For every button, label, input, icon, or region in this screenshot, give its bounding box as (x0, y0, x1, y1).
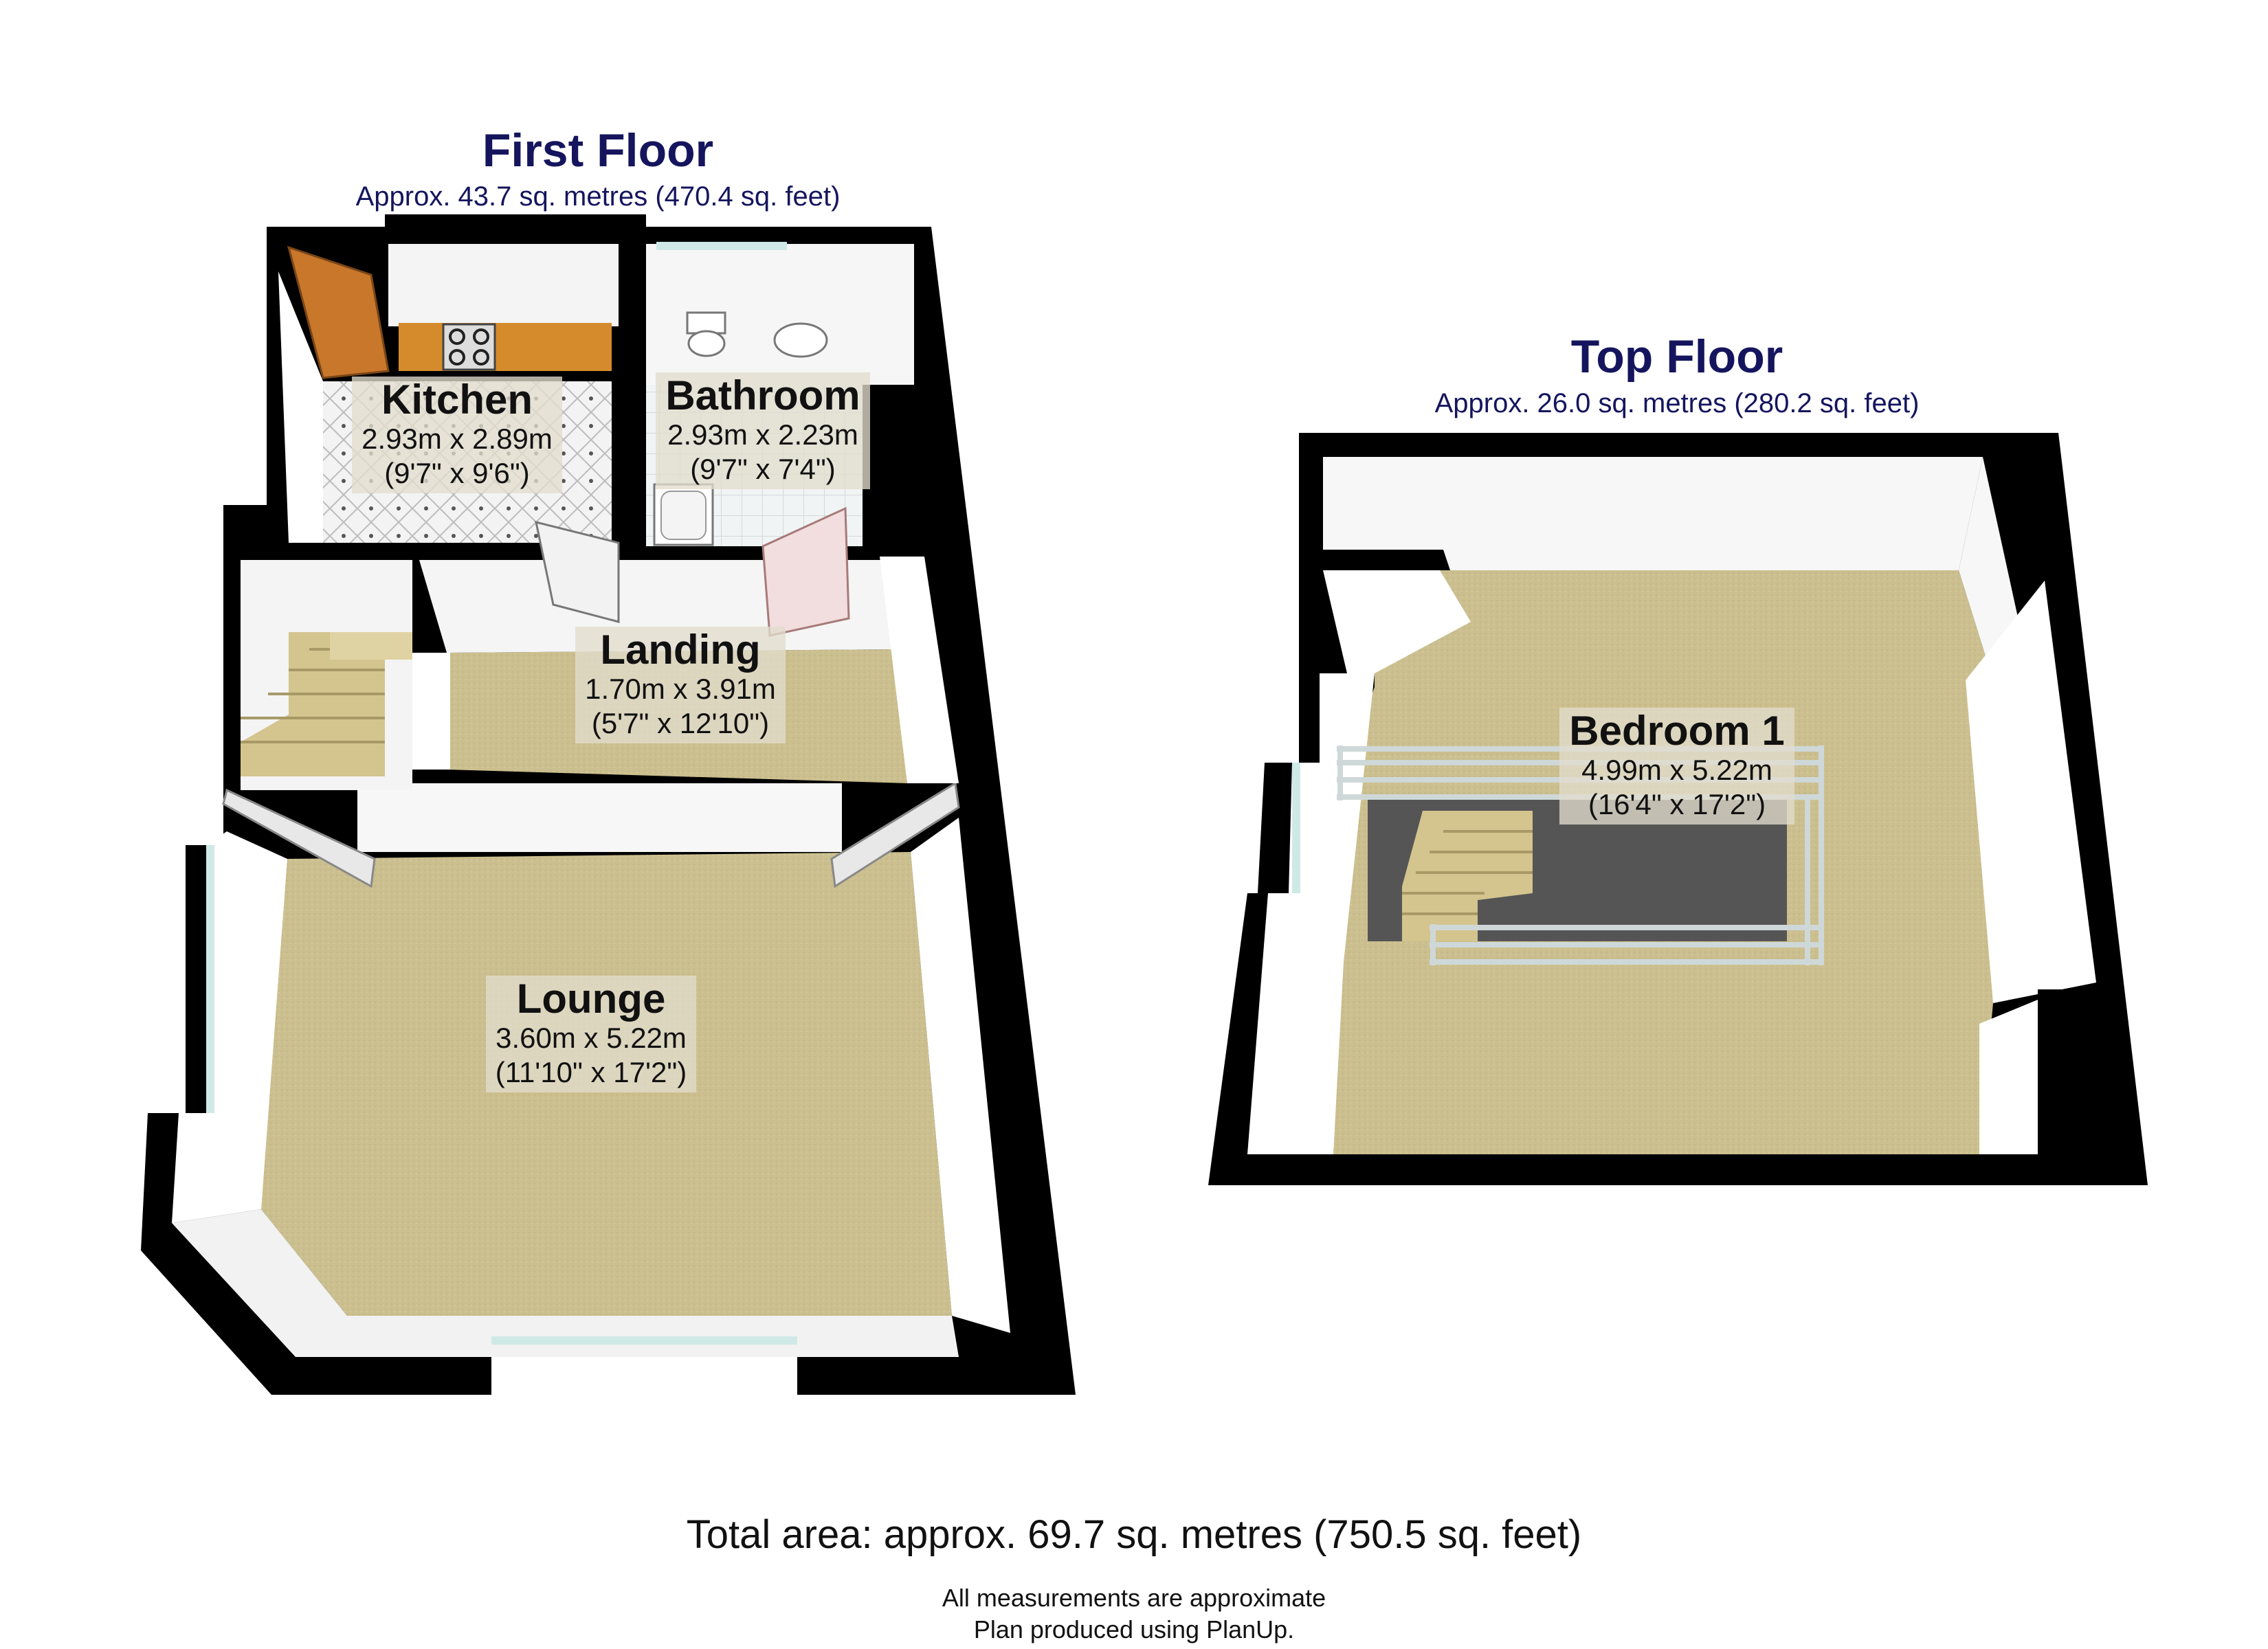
lounge-imperial: (11'10" x 17'2") (495, 1056, 687, 1088)
bedroom-1-right-wall-lower (1966, 581, 2096, 1003)
lounge-label: Lounge 3.60m x 5.22m (11'10" x 17'2") (440, 976, 742, 1092)
bedroom-1-wall-black-strip (2038, 989, 2069, 1158)
kitchen-door (287, 245, 390, 379)
lounge-door-right (830, 781, 960, 888)
landing-name: Landing (600, 627, 761, 673)
lounge-left-wall (172, 831, 287, 1223)
kitchen-landing-door (535, 520, 620, 623)
top-floor-title: Top Floor (1570, 330, 1783, 383)
bathroom-name: Bathroom (665, 372, 860, 418)
lounge-right-wall (911, 818, 1010, 1333)
kitchen-back-wall (388, 244, 619, 326)
bathroom-metric: 2.93m x 2.23m (667, 418, 858, 451)
kitchen-name: Kitchen (381, 377, 533, 423)
bathroom-door (761, 506, 850, 637)
lounge-bottom-wall (172, 1209, 959, 1357)
bedroom-1-window (1292, 763, 1300, 893)
top-floor-area: Approx. 26.0 sq. metres (280.2 sq. feet) (1434, 388, 1920, 418)
landing-label: Landing 1.70m x 3.91m (5'7" x 12'10") (536, 627, 825, 743)
landing-right-wall (880, 557, 959, 783)
kitchen-left-wall (278, 271, 323, 543)
kitchen-divider-wall (619, 244, 634, 546)
bathroom-window (656, 242, 787, 250)
first-floor-plan (141, 214, 1076, 1395)
bedroom-1-imperial: (16'4" x 17'2") (1588, 788, 1766, 820)
toilet (686, 311, 726, 357)
landing-metric: 1.70m x 3.91m (585, 673, 776, 705)
kitchen-hob (442, 323, 496, 371)
bedroom-1-alcove-wall (1323, 570, 1471, 673)
lounge-door (222, 788, 376, 888)
lounge-name: Lounge (516, 976, 666, 1022)
measurement-note: All measurements are approximate (942, 1584, 1326, 1612)
bathroom-imperial: (9'7" x 7'4") (690, 453, 836, 485)
kitchen-label: Kitchen 2.93m x 2.89m (9'7" x 9'6") (313, 377, 601, 493)
lounge-side-window (206, 845, 214, 1113)
lounge-window (491, 1336, 797, 1345)
bedroom-1-metric: 4.99m x 5.22m (1581, 754, 1772, 786)
first-floor-area: Approx. 43.7 sq. metres (470.4 sq. feet) (355, 181, 841, 212)
bedroom-1-back-wall (1323, 457, 1983, 570)
kitchen-imperial: (9'7" x 9'6") (384, 457, 530, 489)
top-floor-stairwell (1368, 797, 1787, 941)
first-floor-stairs (241, 560, 412, 790)
first-floor-title: First Floor (482, 124, 714, 177)
total-area: Total area: approx. 69.7 sq. metres (750… (686, 1512, 1582, 1557)
wash-basin (773, 322, 828, 358)
bedroom-1-label: Bedroom 1 4.99m x 5.22m (16'4" x 17'2") (1512, 708, 1842, 824)
lounge-metric: 3.60m x 5.22m (496, 1022, 687, 1054)
lounge-top-wall (357, 783, 842, 852)
bathroom-label: Bathroom 2.93m x 2.23m (9'7" x 7'4") (619, 372, 907, 489)
produced-by-note: Plan produced using PlanUp. (973, 1615, 1295, 1644)
bathtub (653, 483, 714, 546)
landing-imperial: (5'7" x 12'10") (591, 707, 770, 739)
kitchen-metric: 2.93m x 2.89m (362, 423, 553, 455)
bedroom-1-name: Bedroom 1 (1569, 708, 1785, 754)
kitchen-worktop (399, 323, 612, 371)
landing-divider-wall (412, 653, 450, 770)
